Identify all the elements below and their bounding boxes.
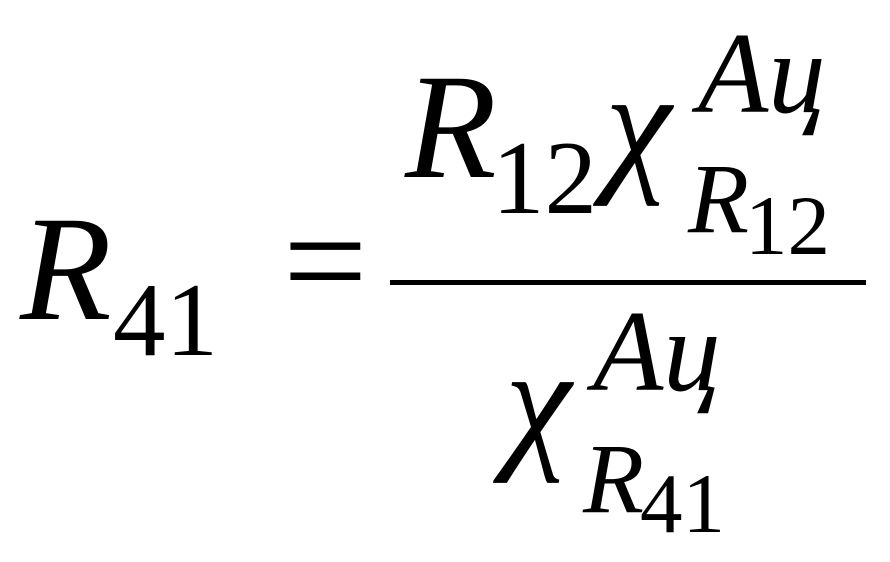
denominator-chi-superscript: Aц bbox=[593, 288, 721, 415]
fraction-bar bbox=[390, 280, 866, 285]
numerator-symbol: R bbox=[405, 44, 497, 210]
equals-sign: = bbox=[283, 178, 368, 344]
numerator-chi-superscript: Aц bbox=[698, 10, 826, 137]
numerator-chi: χ bbox=[605, 41, 671, 207]
numerator-chi-sub-subscript: 12 bbox=[745, 179, 830, 273]
denominator-chi-sub-symbol: R bbox=[583, 423, 645, 534]
denominator-chi-sub-subscript: 41 bbox=[640, 457, 725, 551]
lhs-subscript: 41 bbox=[113, 261, 218, 378]
denominator-chi: χ bbox=[505, 318, 571, 484]
numerator-chi-sub-symbol: R bbox=[688, 143, 750, 254]
lhs-symbol: R bbox=[20, 186, 112, 352]
numerator-subscript: 12 bbox=[492, 119, 597, 236]
